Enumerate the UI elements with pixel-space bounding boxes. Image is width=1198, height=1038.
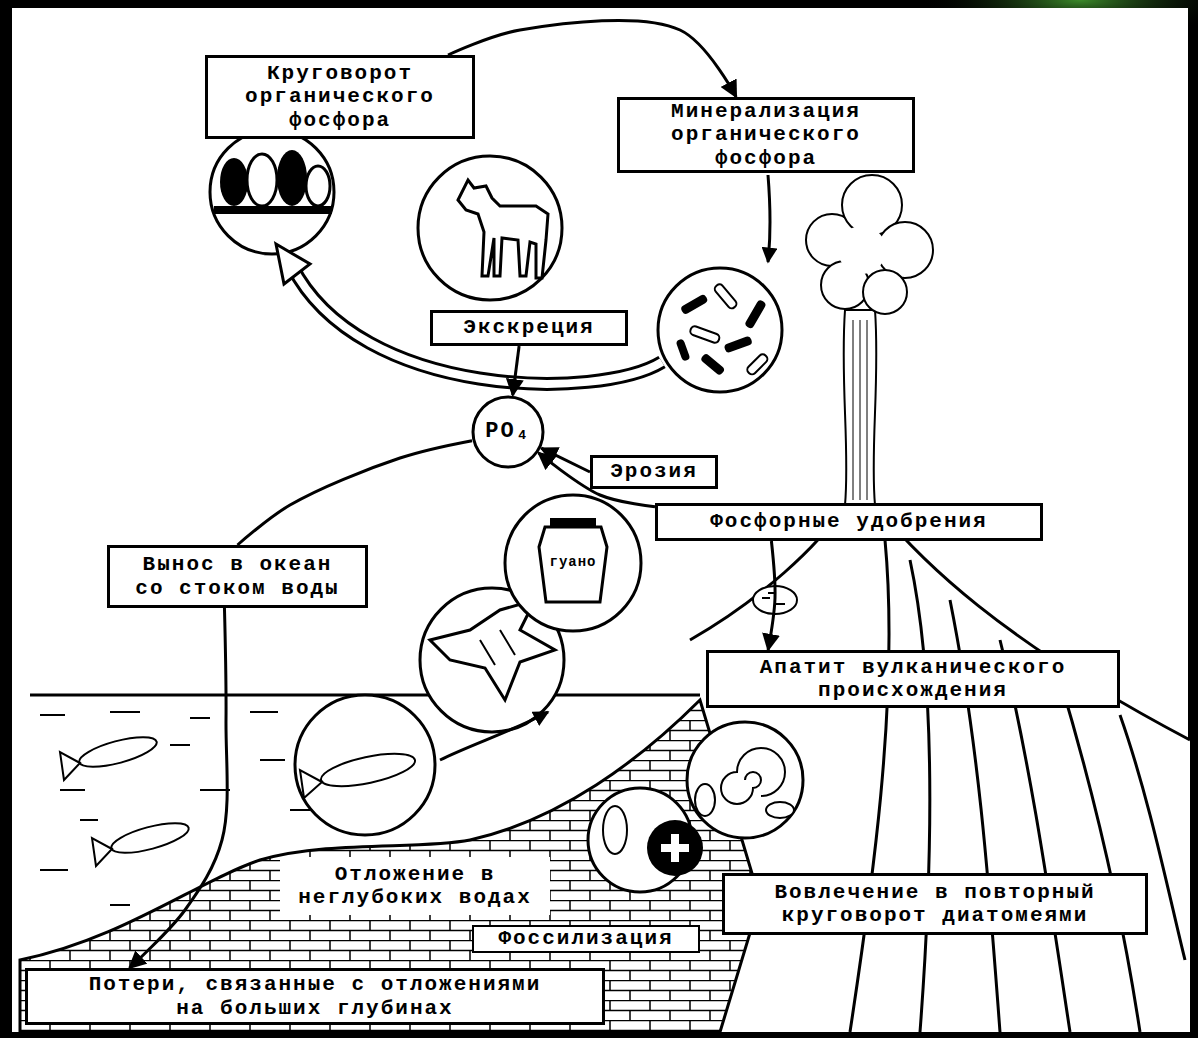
process-box: Эрозия — [590, 455, 718, 489]
guano-circle-fill — [505, 495, 641, 631]
bacteria-circle — [658, 268, 782, 392]
fish — [77, 731, 160, 773]
cycle-arrow — [292, 266, 662, 384]
bacterium — [723, 335, 752, 353]
bacterium — [675, 338, 690, 361]
box-label: Вовлечение в повторный круговорот диатом… — [739, 881, 1131, 927]
process-box: Апатит вулканического происхождения — [706, 650, 1120, 708]
column-hatch — [853, 320, 867, 500]
diatom — [603, 806, 627, 854]
bacterium — [680, 294, 709, 316]
process-box: Вовлечение в повторный круговорот диатом… — [722, 873, 1148, 935]
box-label: гуано — [549, 555, 596, 570]
bacterium — [746, 353, 769, 376]
process-box: Экскреция — [430, 310, 628, 346]
diatom-circle — [588, 788, 692, 892]
tree — [247, 154, 277, 206]
tree — [277, 150, 307, 206]
flow-arrow — [768, 541, 775, 650]
circle-shape — [505, 495, 641, 631]
box-label: Фосфорные удобрения — [710, 510, 987, 533]
smoke-puff — [838, 226, 886, 274]
process-box: Минерализация органического фосфора — [617, 97, 915, 173]
trees-circle — [210, 130, 334, 254]
cycle-arrow — [292, 266, 662, 384]
fish — [109, 817, 192, 859]
tree — [220, 158, 248, 206]
tree — [306, 166, 330, 206]
volcano-body — [760, 505, 1190, 1032]
guano-bag — [539, 527, 607, 602]
flow-arrow — [513, 346, 519, 395]
bacterium — [744, 299, 767, 329]
fish-circle — [295, 695, 435, 835]
leader-arrow — [440, 712, 548, 760]
deer — [458, 180, 548, 278]
box-label: Отложение в неглубоких водах — [294, 863, 536, 909]
fish-tail — [60, 752, 80, 780]
bird-wing — [480, 630, 515, 665]
volcano-column — [844, 310, 877, 505]
circle-shape — [473, 397, 543, 467]
box-label: Экскреция — [463, 316, 594, 339]
box-label: Апатит вулканического происхождения — [723, 656, 1103, 702]
volcano-strata — [850, 540, 1185, 1032]
box-label: Минерализация органического фосфора — [634, 100, 898, 169]
process-box: Вынос в океан со стоком воды — [107, 545, 368, 608]
flow-arrow — [448, 20, 736, 97]
pool-circle: PO₄ — [471, 395, 545, 469]
diatom-circle — [687, 722, 803, 838]
flow-arrow — [129, 608, 227, 968]
diatom — [766, 802, 794, 818]
box-label: Круговорот органического фосфора — [222, 62, 458, 131]
diatom — [695, 784, 715, 816]
bag-tie — [550, 518, 596, 527]
fish-tail — [92, 838, 112, 866]
smoke-puff — [863, 270, 907, 314]
ground — [214, 206, 332, 214]
canvas — [12, 8, 1188, 1032]
process-box: Отложение в неглубоких водах — [280, 857, 550, 915]
cycle-arrow-head — [276, 244, 310, 284]
box-label: Потери, связанные с отложениями на больш… — [78, 973, 552, 1019]
box-label: Вынос в океан со стоком воды — [124, 553, 351, 599]
box-label: PO₄ — [485, 420, 531, 444]
process-box: Фосфорные удобрения — [655, 503, 1043, 541]
shell-spiral — [721, 748, 785, 804]
bacterium — [713, 283, 738, 310]
box-label: Эрозия — [610, 460, 698, 483]
process-box: Фоссилизация — [472, 925, 700, 953]
leader-arrow — [768, 175, 770, 262]
bacterium — [700, 353, 726, 377]
fish — [318, 747, 417, 792]
box-label: Фоссилизация — [498, 927, 673, 950]
process-box: Круговорот органического фосфора — [205, 55, 475, 139]
bacterium — [689, 325, 720, 344]
fish-tail — [300, 770, 322, 798]
pool-circle: гуано — [503, 493, 643, 633]
deer-circle — [418, 156, 562, 300]
process-box: Потери, связанные с отложениями на больш… — [25, 968, 605, 1025]
flow-arrow — [238, 441, 473, 545]
diatom-disc — [647, 820, 703, 876]
disc-cross — [661, 844, 689, 852]
